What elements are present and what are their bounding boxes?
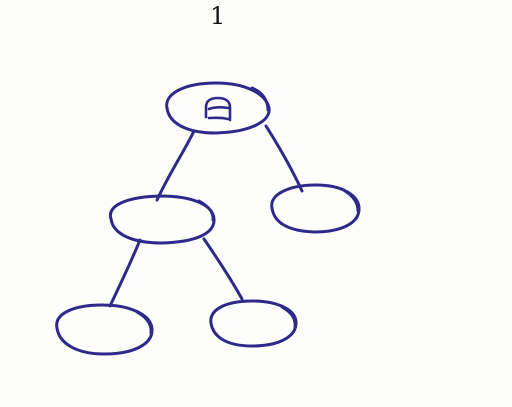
page-number: 1 — [210, 2, 226, 30]
node-left-left-grandchild — [55, 303, 154, 356]
node-root — [165, 81, 271, 135]
root-node-label: a — [212, 97, 224, 121]
edge-left-child-to-left-right-grandchild — [202, 237, 244, 301]
node-left-child — [108, 194, 216, 245]
edge-root-to-right-child — [264, 124, 304, 193]
edge-root-to-left-child — [155, 129, 196, 202]
root-letter-a-handwritten — [204, 96, 232, 122]
node-right-child — [270, 183, 361, 234]
node-left-right-grandchild — [209, 299, 298, 348]
edge-left-child-to-left-left-grandchild — [108, 238, 142, 308]
